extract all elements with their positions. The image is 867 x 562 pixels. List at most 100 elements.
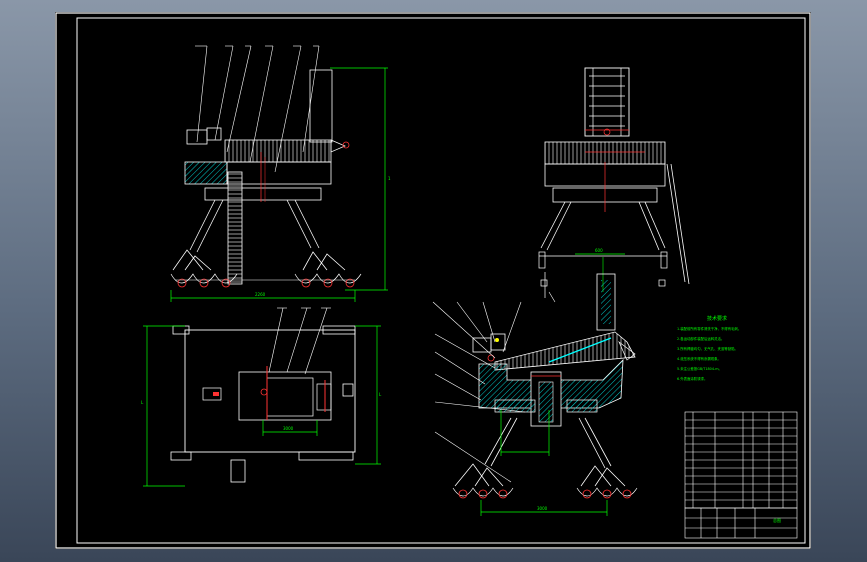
drawing-line bbox=[548, 291, 556, 303]
drawing-line bbox=[196, 199, 224, 253]
drawing-line bbox=[189, 199, 216, 251]
drawing-rect bbox=[490, 333, 506, 351]
drawing-g bbox=[172, 199, 346, 271]
drawing-rect bbox=[494, 399, 536, 413]
drawing-rect bbox=[538, 381, 554, 423]
drawing-circle bbox=[323, 278, 333, 288]
drawing-circle bbox=[342, 141, 350, 149]
drawing-path bbox=[184, 255, 212, 271]
drawing-line bbox=[484, 417, 512, 465]
drawing-rect bbox=[566, 399, 598, 413]
tech-note-line: 3.所有焊缝均匀，无气孔、夹渣等缺陷。 bbox=[677, 346, 738, 351]
drawing-rect bbox=[224, 139, 332, 163]
drawing-polygon bbox=[494, 331, 636, 371]
front-height-dim: 1 bbox=[388, 176, 391, 181]
drawing-g bbox=[432, 301, 526, 483]
side-view bbox=[538, 67, 690, 303]
drawing-rect bbox=[204, 187, 322, 201]
drawing-line bbox=[638, 201, 660, 251]
section-view: 3000 600 bbox=[432, 248, 638, 516]
tech-note-line: 5.未注公差按GB/T1804-m。 bbox=[677, 366, 722, 371]
drawing-path bbox=[452, 487, 514, 497]
drawing-g bbox=[177, 278, 355, 288]
drawing-circle bbox=[487, 354, 495, 362]
drawing-circle bbox=[478, 489, 488, 499]
drawing-rect bbox=[342, 383, 354, 397]
drawing-rect bbox=[538, 251, 546, 269]
drawing-g bbox=[589, 68, 625, 136]
tech-note-line: 2.各运动部件装配后运转灵活。 bbox=[677, 336, 724, 341]
drawing-rect bbox=[584, 67, 630, 137]
drawing-rect bbox=[658, 279, 666, 287]
drawing-rect bbox=[213, 392, 219, 396]
drawing-rect bbox=[206, 127, 222, 141]
drawing-path bbox=[576, 487, 638, 497]
drawing-line bbox=[214, 45, 234, 141]
drawing-rect bbox=[184, 329, 356, 453]
drawing-g bbox=[538, 251, 668, 298]
drawing-g bbox=[454, 417, 626, 487]
inner-border bbox=[76, 17, 806, 544]
front-width-dim: 2260 bbox=[255, 292, 266, 297]
drawing-line bbox=[644, 201, 666, 249]
drawing-line bbox=[304, 307, 328, 375]
drawing-path bbox=[580, 465, 612, 487]
tech-note-line: 1.装配前所有零件清洗干净，不得有毛刺。 bbox=[677, 326, 741, 331]
drawing-circle bbox=[458, 489, 468, 499]
drawing-line bbox=[432, 301, 496, 359]
drawing-line bbox=[540, 201, 566, 249]
title-block bbox=[684, 507, 798, 539]
drawing-circle bbox=[221, 278, 231, 288]
drawing-line bbox=[226, 45, 252, 153]
drawing-line bbox=[196, 45, 208, 143]
drawing-rect bbox=[316, 383, 332, 411]
drawing-path bbox=[170, 273, 238, 284]
drawing-circle bbox=[622, 489, 632, 499]
drawing-rect bbox=[660, 251, 668, 269]
drawing-rect bbox=[540, 279, 548, 287]
plan-length-dim: L bbox=[379, 392, 382, 397]
drawing-g bbox=[458, 489, 632, 499]
drawing-circle bbox=[345, 278, 355, 288]
drawing-circle bbox=[495, 338, 499, 342]
tech-notes-title: 技术要求 bbox=[707, 315, 727, 322]
drawing-rect bbox=[322, 325, 356, 335]
drawing-rect bbox=[472, 337, 492, 353]
drawing-line bbox=[490, 417, 518, 467]
drawing-path bbox=[454, 463, 490, 487]
cad-drawing: 1 2260 bbox=[55, 12, 811, 549]
drawing-path bbox=[302, 251, 328, 271]
drawing-rect bbox=[266, 377, 314, 417]
drawing-circle bbox=[301, 278, 311, 288]
drawing-line bbox=[434, 431, 512, 483]
drawing-line bbox=[434, 333, 496, 369]
drawing-path bbox=[316, 253, 346, 271]
drawing-polygon bbox=[330, 139, 346, 153]
plan-view: L L 3000 bbox=[141, 307, 382, 487]
drawing-line bbox=[548, 337, 612, 363]
drawing-path bbox=[474, 467, 504, 487]
drawing-g bbox=[143, 325, 381, 487]
drawing-rect bbox=[544, 141, 666, 165]
tech-notes: 技术要求 1.装配前所有零件清洗干净，不得有毛刺。 2.各运动部件装配后运转灵活… bbox=[677, 315, 741, 381]
drawing-line bbox=[456, 301, 488, 343]
drawing-line bbox=[286, 307, 308, 373]
drawing-rect bbox=[202, 387, 222, 401]
drawing-polygon bbox=[618, 340, 636, 361]
drawing-path bbox=[594, 467, 626, 487]
drawing-rect bbox=[309, 69, 333, 143]
plan-width-dim: L bbox=[141, 400, 144, 405]
tech-note-line: 6.外表面涂防锈漆。 bbox=[677, 376, 707, 381]
drawing-rect bbox=[230, 459, 246, 483]
drawing-circle bbox=[603, 128, 611, 136]
drawing-circle bbox=[498, 489, 508, 499]
drawing-g bbox=[480, 253, 625, 516]
drawing-line bbox=[434, 373, 482, 401]
drawing-g bbox=[268, 307, 331, 375]
section-top-dim: 600 bbox=[595, 248, 603, 253]
drawing-g bbox=[452, 487, 638, 497]
drawing-rect bbox=[298, 451, 354, 461]
outer-border bbox=[55, 12, 811, 549]
drawing-line bbox=[546, 201, 572, 251]
